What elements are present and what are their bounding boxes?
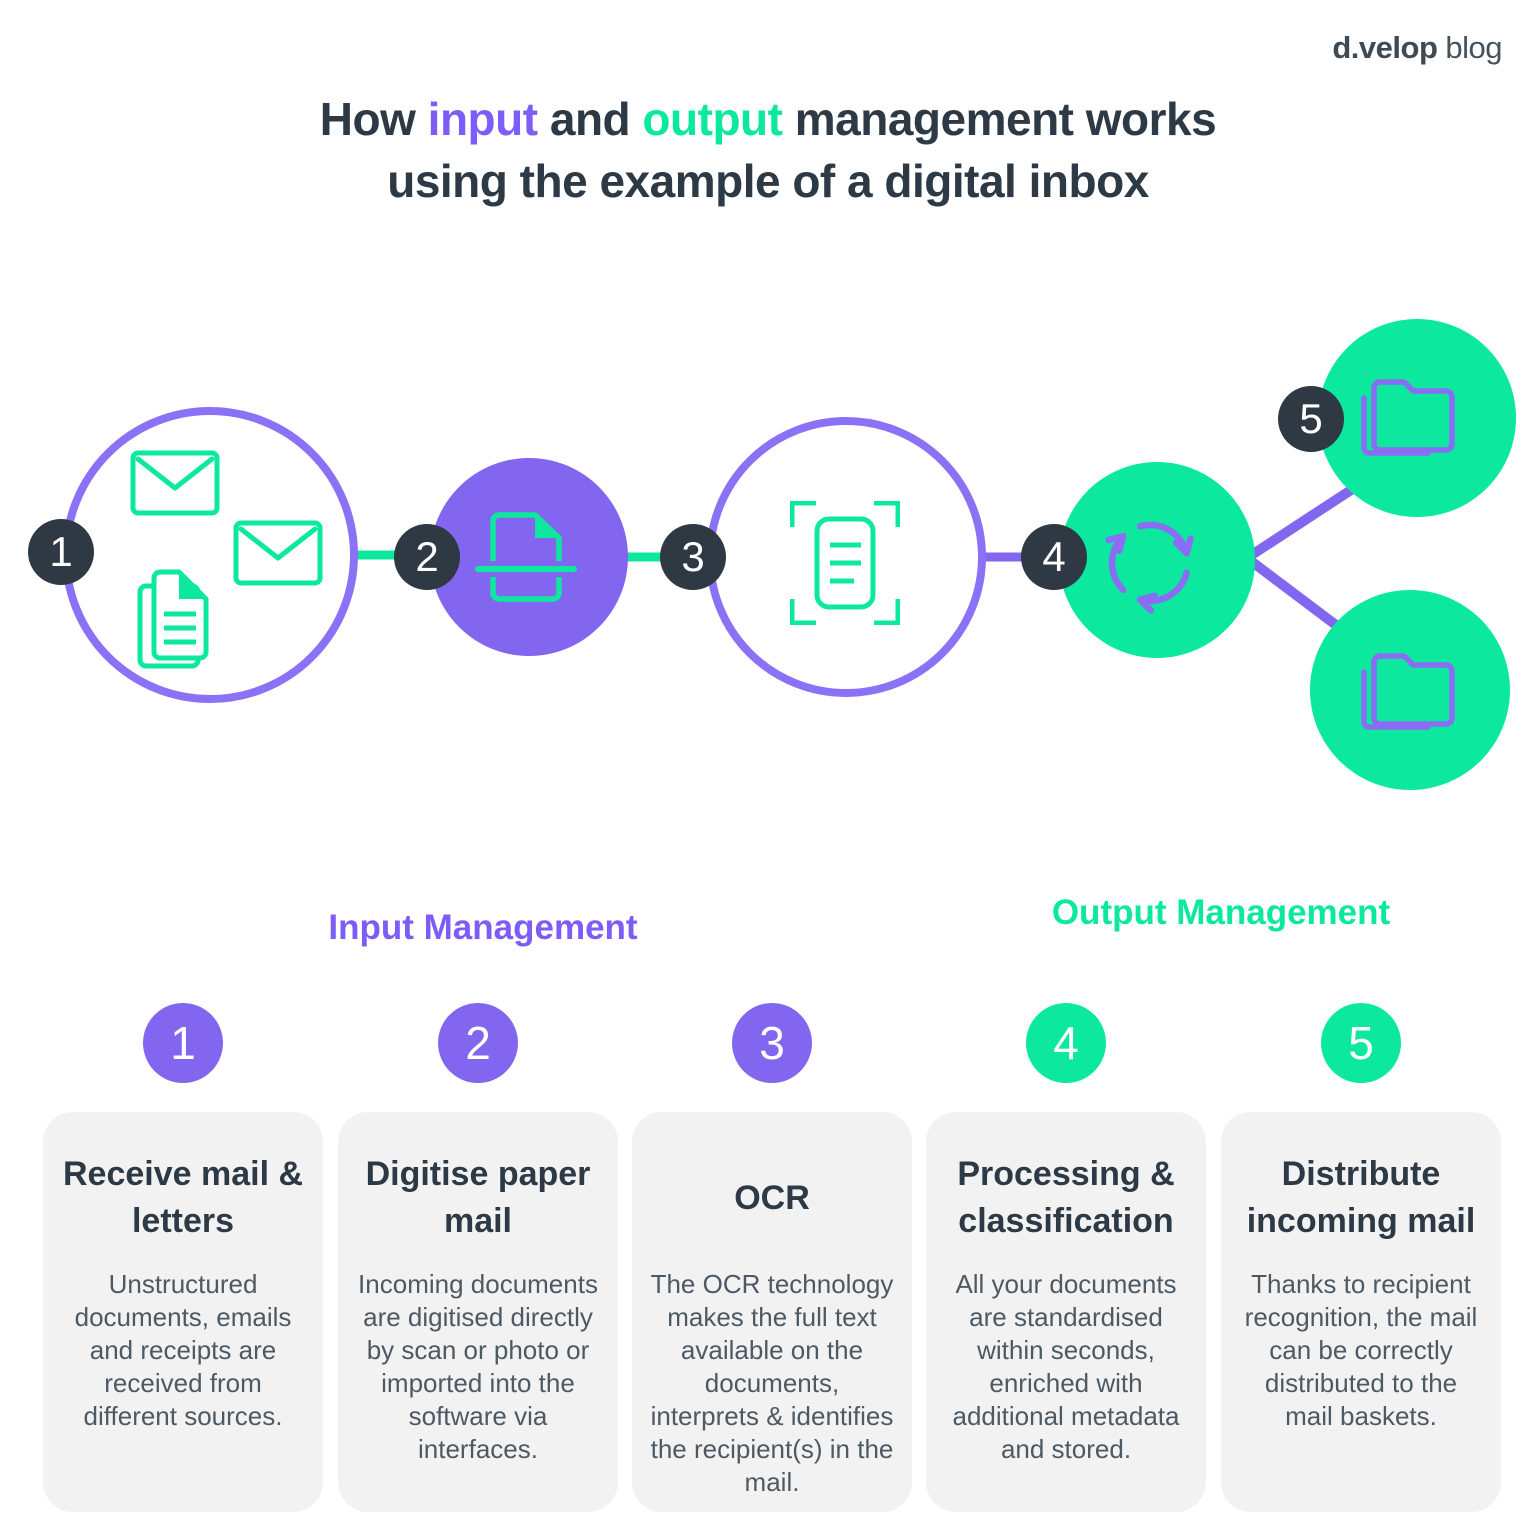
folder-icon [1361,379,1455,456]
step-card-3-title: OCR [734,1178,810,1217]
flow-badge-3: 3 [660,524,726,590]
step-card-3: OCR The OCR technology makes the full te… [632,1112,912,1512]
step-card-1-title: Receive mail & letters [62,1155,304,1240]
step-card-4: Processing & classification All your doc… [926,1112,1206,1512]
envelope-icon [233,520,323,586]
step-number-3: 3 [732,1003,812,1083]
flow-step4-circle [1059,462,1255,658]
flow-badge-5: 5 [1278,386,1344,452]
step-card-2-body: Incoming documents are digitised directl… [358,1269,598,1464]
brand-name: d.velop [1332,30,1438,65]
input-management-label: Input Management [328,908,638,947]
flow-step5-circle-bottom [1310,590,1510,790]
step-card-5-title: Distribute incoming mail [1246,1155,1476,1240]
flow-badge-2: 2 [394,524,460,590]
flow-badge-1: 1 [28,519,94,585]
envelope-icon [130,450,220,516]
step-number-1: 1 [143,1003,223,1083]
step-card-2-title: Digitise paper mail [365,1155,591,1240]
title-line-2: using the example of a digital inbox [387,155,1149,207]
output-management-label: Output Management [1051,893,1391,932]
process-sync-icon [1105,521,1194,614]
step-card-3-body: The OCR technology makes the full text a… [650,1269,894,1497]
ocr-scan-icon [790,501,900,625]
step-card-5: Distribute incoming mail Thanks to recip… [1221,1112,1501,1512]
step-card-4-body: All your documents are standardised with… [952,1269,1180,1464]
step-card-1-body: Unstructured documents, emails and recei… [74,1269,292,1431]
scan-document-icon [475,512,577,602]
title-output-word: output [642,93,783,145]
step-number-5: 5 [1321,1003,1401,1083]
flow-step2-circle [430,458,628,656]
step-number-2: 2 [438,1003,518,1083]
step-card-5-body: Thanks to recipient recognition, the mai… [1244,1269,1478,1431]
flow-step3-circle [706,417,986,697]
page-title: How input and output management works us… [0,88,1536,212]
step-number-4: 4 [1026,1003,1106,1083]
title-line-1: How input and output management works [319,93,1217,145]
step-card-4-title: Processing & classification [957,1155,1175,1240]
step-card-2: Digitise paper mail Incoming documents a… [338,1112,618,1512]
title-input-word: input [427,93,538,145]
brand-suffix: blog [1445,30,1502,65]
document-stack-icon [137,569,209,669]
folder-icon [1361,653,1455,730]
flow-step5-circle-top [1318,319,1516,517]
step-card-1: Receive mail & letters Unstructured docu… [43,1112,323,1512]
flow-badge-4: 4 [1021,524,1087,590]
